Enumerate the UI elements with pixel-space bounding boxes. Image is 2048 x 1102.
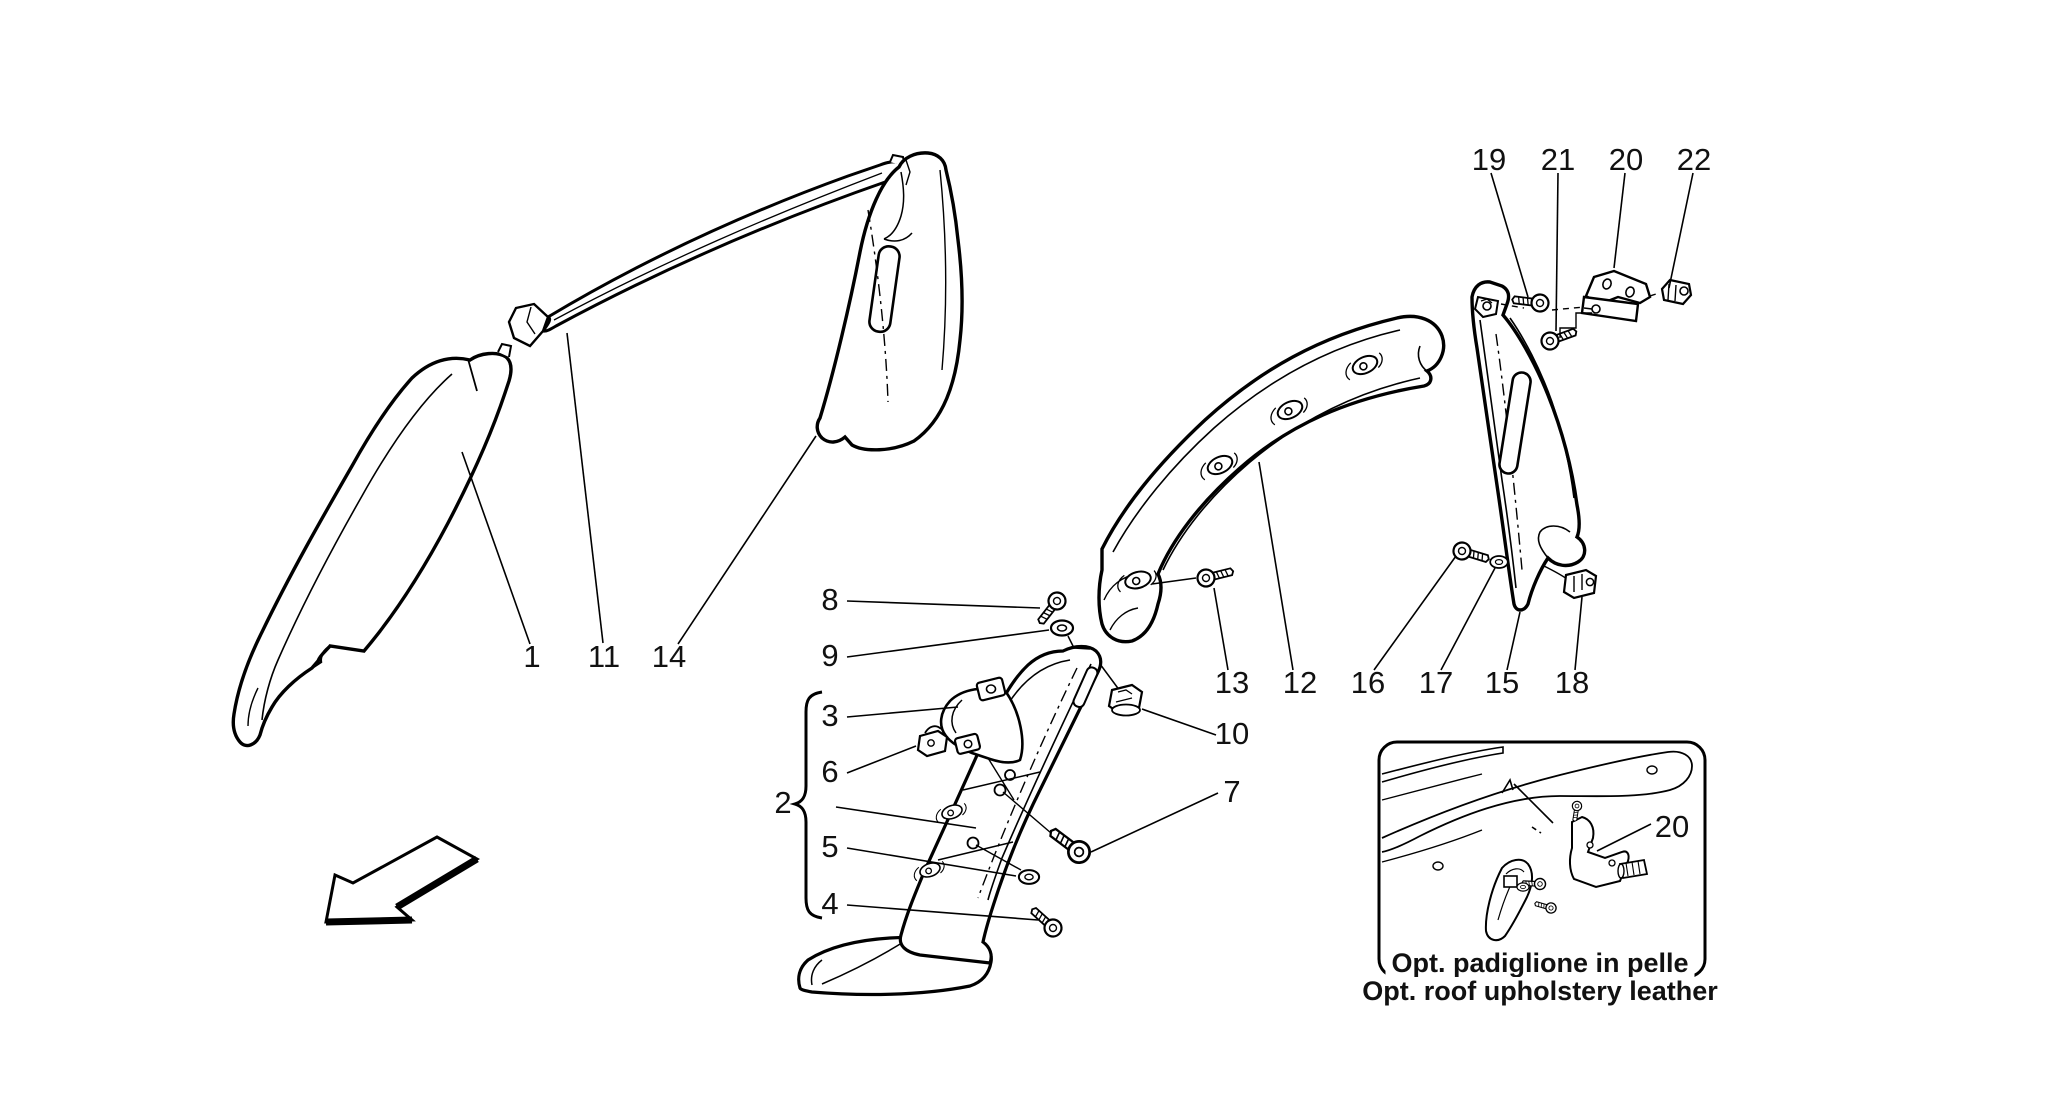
leader-line — [1490, 172, 1529, 298]
inset-pillar-and-bracket-drawing — [1484, 815, 1649, 942]
inset-caption-line-1: Opt. padiglione in pelle — [1385, 949, 1695, 977]
leader-line — [846, 600, 1041, 609]
part-number-label: 1 — [523, 639, 541, 674]
clip-part-6 — [916, 725, 949, 758]
screw-part-7 — [1043, 821, 1096, 869]
part-number-label: 8 — [821, 582, 839, 617]
part-number-label: 21 — [1540, 142, 1576, 177]
inset-knurled-nut — [1617, 858, 1649, 880]
part-number-label: 4 — [821, 886, 839, 921]
inset-caption-line-2: Opt. roof upholstery leather — [1356, 977, 1724, 1005]
screw-part-19 — [1510, 290, 1551, 314]
leader-lines — [461, 172, 1694, 921]
leader-line — [846, 706, 959, 718]
leader-line — [1574, 596, 1583, 671]
leader-line — [846, 629, 1050, 658]
screw-part-13 — [1194, 561, 1237, 590]
clip-part-18 — [1562, 568, 1598, 600]
screw-part-4 — [1025, 901, 1067, 942]
nut-part-10 — [1107, 683, 1144, 717]
part-number-label: 7 — [1223, 774, 1241, 809]
washer-part-5 — [1017, 869, 1041, 885]
clip-part-22 — [1660, 278, 1693, 306]
part-number-label: 22 — [1676, 142, 1712, 177]
part-number-label: 20 — [1608, 142, 1644, 177]
leader-line — [1668, 172, 1694, 289]
b-pillar-upper-trim-part-14 — [815, 151, 964, 452]
leader-line — [1213, 587, 1229, 671]
leader-line — [1596, 823, 1652, 852]
part-number-label: 13 — [1214, 665, 1250, 700]
part-number-label: 11 — [587, 639, 621, 674]
part-number-label: 12 — [1282, 665, 1318, 700]
leader-line — [1258, 461, 1294, 671]
assembly-connector-lines — [1500, 292, 1660, 338]
screw-part-16 — [1450, 539, 1493, 569]
optional-roof-leather-inset — [1377, 740, 1707, 979]
leader-line — [1141, 708, 1217, 736]
leader-line — [846, 745, 917, 774]
leader-line — [566, 332, 604, 644]
part-number-label: 10 — [1214, 716, 1250, 751]
leader-line — [1440, 567, 1496, 671]
direction-arrow — [324, 835, 481, 926]
a-pillar-trim-part-1 — [231, 342, 513, 748]
leader-line — [1555, 172, 1559, 332]
leader-line — [1373, 555, 1457, 671]
roof-rail-trim-part-12 — [1097, 314, 1446, 644]
part-number-label: 14 — [651, 639, 687, 674]
washer-part-9 — [1049, 619, 1075, 637]
part-number-label: 9 — [821, 638, 839, 673]
part-number-label: 2 — [774, 785, 792, 820]
leader-line — [1613, 172, 1626, 269]
bracket-part-20 — [1580, 269, 1652, 323]
part-number-label: 16 — [1350, 665, 1386, 700]
leader-line — [461, 451, 531, 645]
group-brace-part-2 — [789, 690, 823, 920]
part-number-label: 18 — [1554, 665, 1590, 700]
leader-line — [1090, 792, 1219, 853]
part-number-label: 15 — [1484, 665, 1520, 700]
washer-part-17 — [1489, 555, 1509, 569]
part-number-label: 17 — [1418, 665, 1454, 700]
part-number-label: 5 — [821, 829, 839, 864]
leader-line — [846, 904, 1039, 921]
pillar-lower-trim-assembly-part-2 — [797, 635, 1121, 997]
part-number-label: 20 — [1654, 809, 1690, 844]
part-number-label: 6 — [821, 754, 839, 789]
b-pillar-trim-part-15 — [1470, 280, 1587, 612]
leader-line — [846, 847, 1017, 877]
leader-line — [1506, 611, 1521, 671]
inset-roof-frame-drawing — [1381, 746, 1693, 871]
part-number-label: 19 — [1471, 142, 1507, 177]
leader-line — [677, 435, 817, 645]
leader-line — [835, 806, 977, 829]
part-number-label: 3 — [821, 698, 839, 733]
